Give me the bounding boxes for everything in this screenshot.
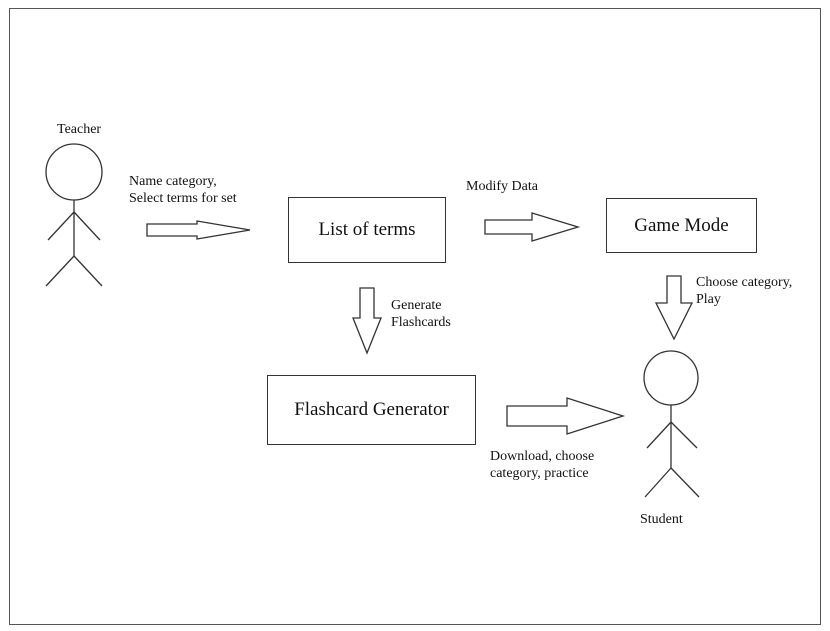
label-teacher-to-list: Name category, Select terms for set bbox=[129, 174, 237, 206]
arrow-teacher-to-list bbox=[146, 220, 251, 240]
game-mode-text: Game Mode bbox=[634, 214, 729, 236]
student-label: Student bbox=[640, 512, 683, 527]
label-game-to-student: Choose category, Play bbox=[696, 275, 793, 307]
list-of-terms-text: List of terms bbox=[318, 219, 416, 240]
game-mode-box: Game Mode bbox=[606, 198, 757, 253]
teacher-arms-left bbox=[47, 211, 75, 241]
student-head bbox=[643, 350, 699, 406]
teacher-figure bbox=[45, 143, 103, 287]
list-of-terms-box: List of terms bbox=[288, 197, 446, 263]
arrow-generator-to-student bbox=[506, 397, 626, 435]
label-list-to-game: Modify Data bbox=[466, 179, 538, 194]
flashcard-generator-box: Flashcard Generator bbox=[267, 375, 476, 445]
student-figure bbox=[643, 350, 700, 498]
student-arms-right bbox=[670, 421, 698, 449]
teacher-leg-left bbox=[45, 255, 75, 287]
flashcard-generator-text: Flashcard Generator bbox=[294, 399, 449, 420]
arrow-list-to-generator bbox=[352, 287, 382, 355]
arrow-list-to-game bbox=[484, 212, 581, 242]
student-leg-right bbox=[670, 467, 700, 498]
teacher-leg-right bbox=[73, 255, 103, 287]
label-list-to-generator: Generate Flashcards bbox=[391, 298, 451, 330]
student-leg-left bbox=[644, 467, 672, 498]
label-generator-to-student: Download, choose category, practice bbox=[490, 449, 595, 481]
teacher-head bbox=[45, 143, 103, 201]
teacher-arms-right bbox=[73, 211, 101, 241]
teacher-label: Teacher bbox=[57, 122, 102, 137]
arrow-game-to-student bbox=[654, 275, 694, 341]
student-arms-left bbox=[646, 421, 672, 449]
